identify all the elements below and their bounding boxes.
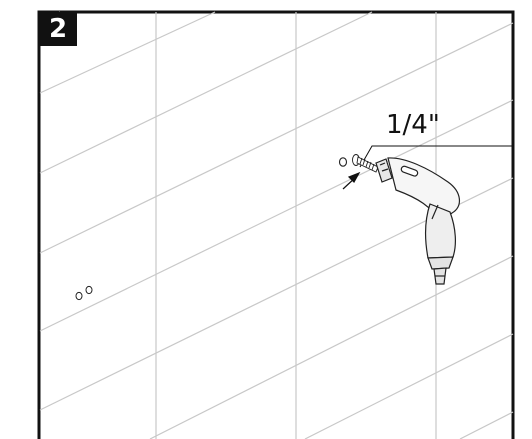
- screw-icon: [352, 154, 379, 173]
- tile-grid: [39, 11, 514, 439]
- drill-holes-left: [75, 285, 93, 301]
- drill-hole-icon: [85, 285, 93, 295]
- drill-hole-icon: [338, 157, 348, 167]
- tile-line-diagonal: [39, 11, 373, 174]
- step-number-badge: 2: [39, 12, 77, 46]
- tile-line-diagonal: [39, 22, 514, 254]
- tile-line-diagonal: [304, 333, 514, 439]
- drill-icon: [375, 157, 460, 285]
- tile-line-diagonal: [149, 255, 514, 439]
- dimension-label: 1/4": [386, 110, 440, 140]
- arrow-icon: [342, 171, 361, 190]
- tile-line-diagonal: [39, 99, 514, 332]
- tile-line-diagonal: [459, 411, 514, 439]
- tile-line-diagonal: [39, 11, 216, 94]
- drill-hole-icon: [75, 291, 83, 301]
